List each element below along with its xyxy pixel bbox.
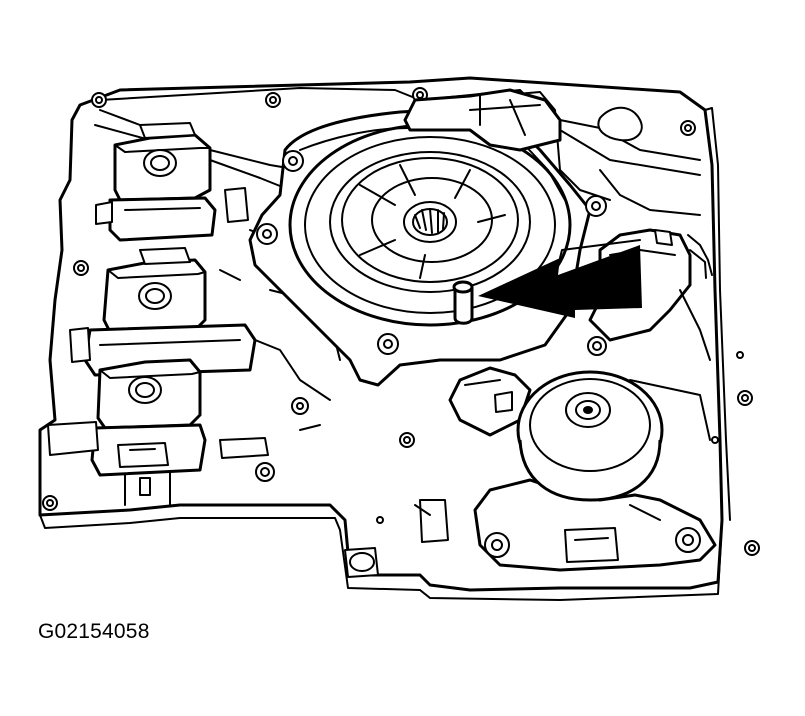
solenoid-middle bbox=[69, 247, 257, 377]
servo-cover-bracket bbox=[403, 88, 562, 152]
solenoid-upper bbox=[95, 122, 249, 242]
solenoid-lower bbox=[47, 358, 269, 506]
bolt-holes bbox=[42, 87, 760, 556]
arrow-outline bbox=[559, 239, 641, 259]
accumulator-housing bbox=[248, 106, 607, 387]
arrow-indicator bbox=[478, 245, 642, 318]
pin bbox=[452, 280, 474, 325]
figure-caption: G02154058 bbox=[38, 620, 150, 643]
pear-slot bbox=[597, 106, 643, 142]
speed-sensor bbox=[448, 366, 717, 572]
plate-details bbox=[299, 289, 711, 578]
